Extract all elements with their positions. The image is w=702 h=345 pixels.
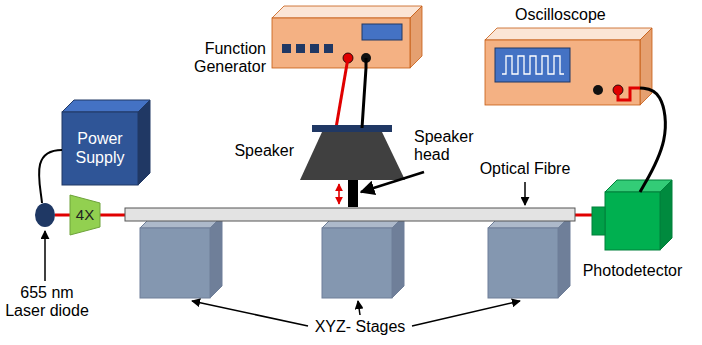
node-label: Oscilloscope [515, 6, 645, 24]
lens-box: 4X [70, 195, 100, 235]
optical-fibre [125, 208, 575, 221]
node-label: Power Supply [62, 130, 138, 167]
oscilloscope-box: Oscilloscope [485, 40, 640, 105]
objective-lens [70, 195, 100, 235]
node-label: Photodetector [575, 262, 690, 280]
leader-arrow [44, 231, 46, 281]
speaker [300, 125, 405, 207]
leader-arrow [361, 172, 424, 192]
red-lead [336, 58, 348, 128]
photodetector [592, 180, 672, 250]
oscilloscope [485, 28, 652, 105]
black-lead [365, 58, 368, 68]
laser-beam [55, 214, 70, 217]
node-label: Function Generator [174, 40, 266, 77]
red-lead [618, 88, 640, 100]
cable [640, 88, 665, 192]
xyz-stage [488, 216, 570, 298]
node-label: Speaker [232, 142, 294, 160]
leader-arrow [412, 301, 520, 326]
laser-label: 655 nm Laser diode [2, 284, 92, 321]
fibre-label: Optical Fibre [470, 160, 580, 178]
laser-beam [100, 214, 126, 217]
node-label: 4X [76, 206, 94, 223]
leader-arrow [192, 301, 308, 326]
power-supply [62, 100, 150, 185]
leader-arrow [524, 182, 526, 205]
laser-diode [35, 203, 55, 227]
cable [362, 68, 366, 128]
speaker-box: Speaker [300, 128, 405, 180]
leader-arrow [358, 301, 360, 315]
vibration-arrow [338, 184, 340, 204]
xyz-stage [140, 216, 222, 298]
xyz-stage [322, 216, 404, 298]
stage-label: XYZ- Stages [305, 318, 415, 336]
speaker-head-label: Speaker head [414, 128, 476, 165]
photodetector-box: Photodetector [605, 192, 660, 250]
power-supply-box: Power Supply [62, 112, 138, 185]
power-cable [39, 150, 62, 203]
laser-beam [574, 214, 592, 217]
function-generator-box: Function Generator [272, 18, 410, 68]
